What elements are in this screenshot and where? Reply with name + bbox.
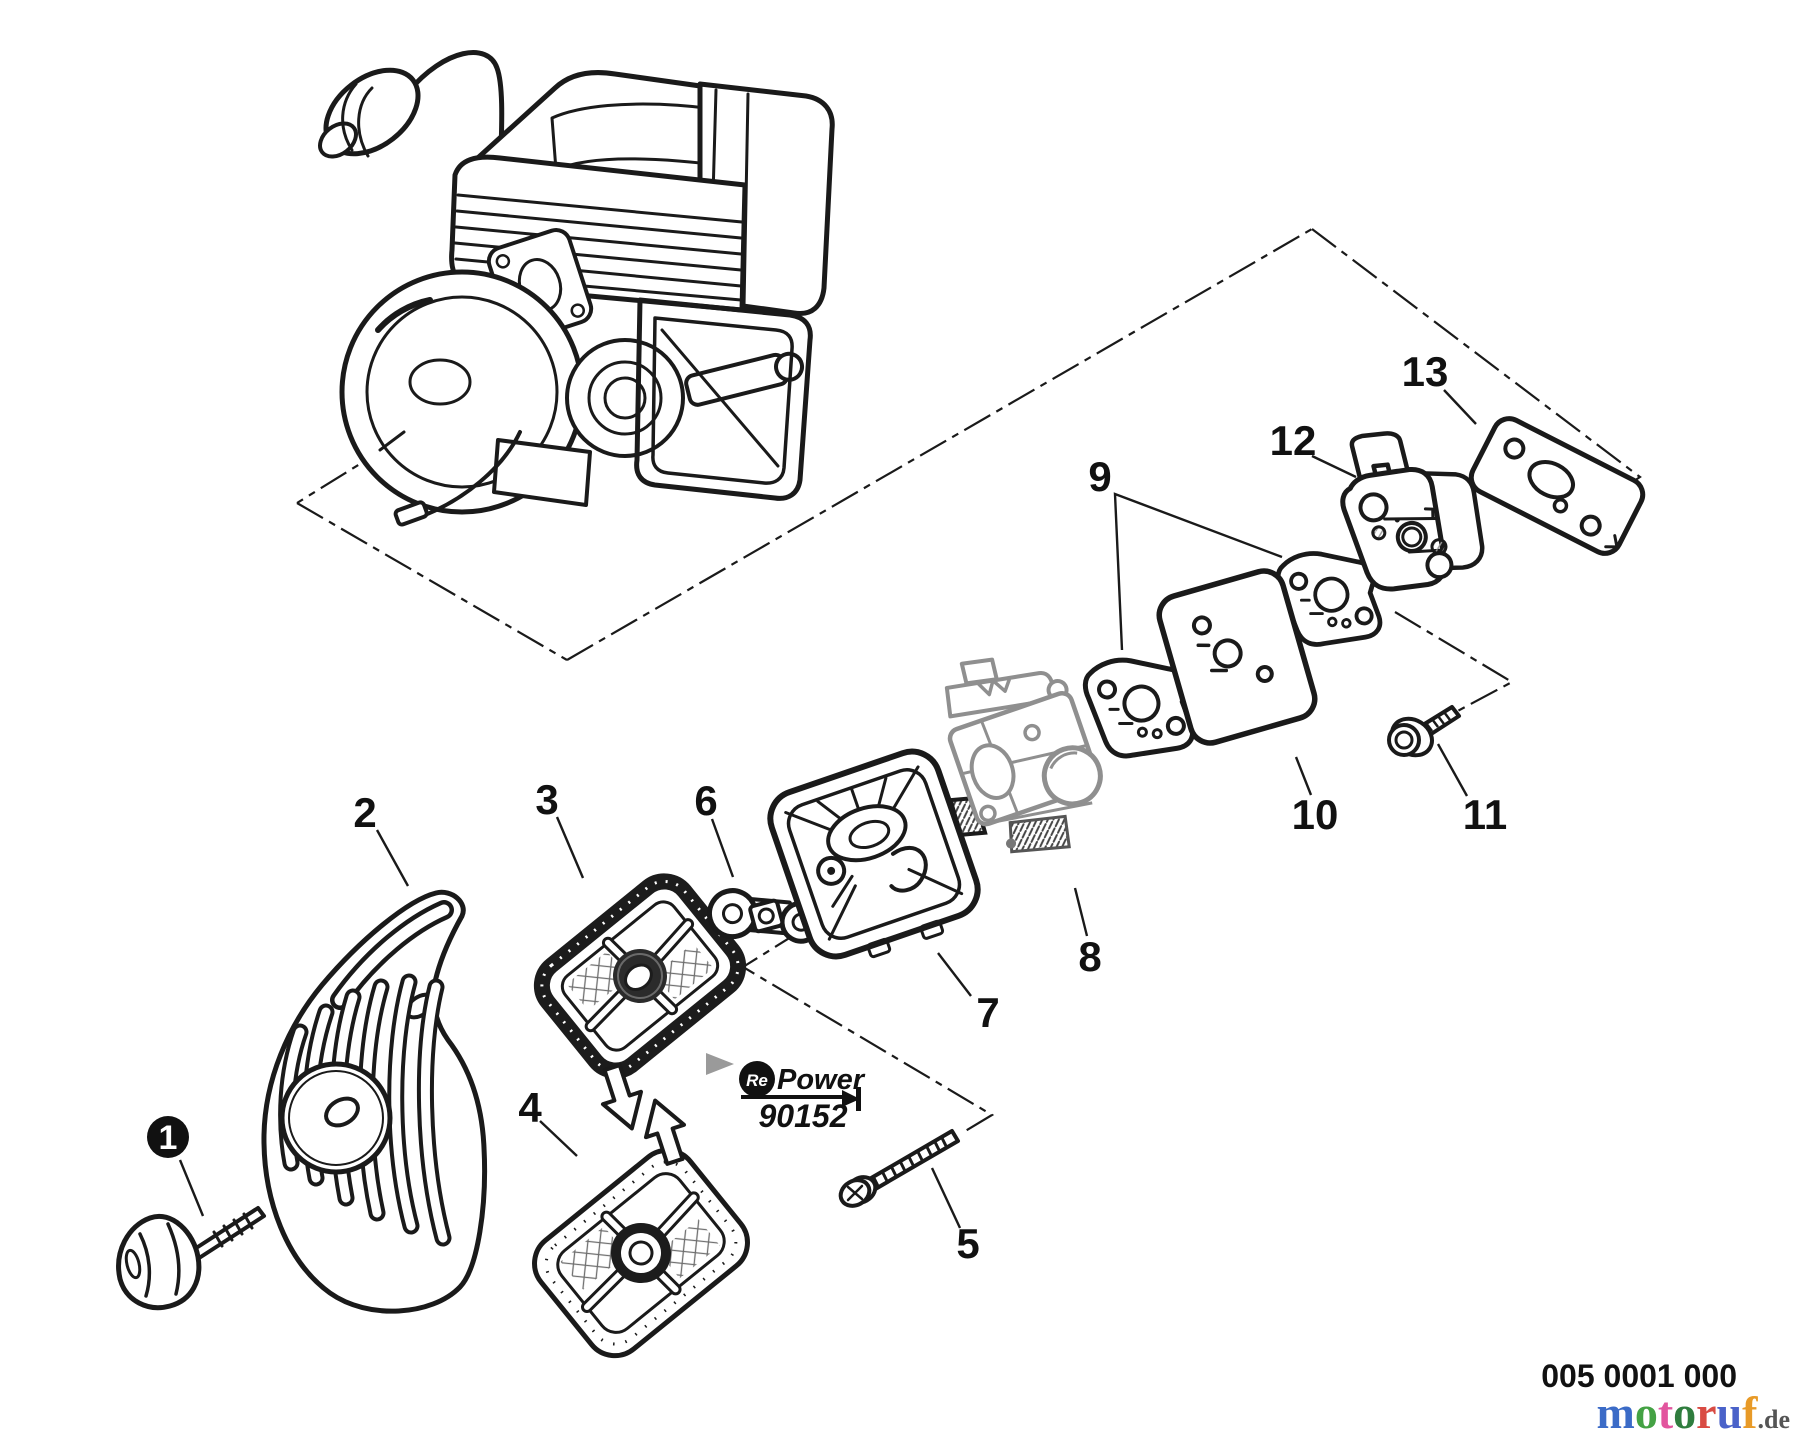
repower-logo: Re Power 90152 bbox=[739, 1061, 866, 1134]
leader-5 bbox=[930, 1167, 962, 1229]
callout-9: 9 bbox=[1088, 453, 1111, 500]
leader-7 bbox=[937, 952, 972, 997]
leader-2 bbox=[375, 829, 410, 887]
engine-assembly bbox=[318, 50, 835, 527]
repower-number: 90152 bbox=[759, 1098, 848, 1134]
part-12-insulator bbox=[1340, 431, 1485, 592]
leader-10 bbox=[1294, 756, 1313, 796]
leader-1 bbox=[178, 1159, 205, 1217]
motoruf-watermark: motoruf.de bbox=[1597, 1387, 1791, 1438]
wm-letter: f bbox=[1742, 1387, 1758, 1438]
part-2-air-cleaner-cover bbox=[261, 889, 488, 1314]
centerline-main-left-arm bbox=[566, 228, 1313, 661]
wm-letter: o bbox=[1635, 1387, 1658, 1438]
wm-suffix: .de bbox=[1758, 1405, 1791, 1434]
callout-3: 3 bbox=[535, 776, 558, 823]
repower-circle-icon bbox=[739, 1061, 775, 1097]
part-1-cover-knob bbox=[116, 1206, 266, 1311]
filter-grommet bbox=[611, 1223, 671, 1283]
leader-8 bbox=[1073, 887, 1089, 937]
up-arrow-icon bbox=[643, 1098, 687, 1166]
leader-6 bbox=[710, 818, 735, 878]
part-8-carburetor bbox=[944, 657, 1103, 854]
callout-10: 10 bbox=[1292, 791, 1339, 838]
centerline-bolt-11 bbox=[1394, 611, 1515, 715]
callout-5: 5 bbox=[956, 1220, 979, 1267]
wm-letter: t bbox=[1658, 1387, 1674, 1438]
callout-2: 2 bbox=[353, 789, 376, 836]
wm-letter: m bbox=[1597, 1387, 1635, 1438]
spark-plug-wire bbox=[405, 50, 505, 211]
callout-11: 11 bbox=[1463, 791, 1507, 838]
part-7-air-cleaner-case bbox=[767, 748, 988, 960]
callout-1: 1 bbox=[159, 1119, 178, 1157]
part-11-bolt bbox=[1387, 705, 1461, 758]
wm-letter: o bbox=[1673, 1387, 1696, 1438]
leader-13 bbox=[1443, 389, 1477, 425]
leader-9 bbox=[1113, 492, 1283, 651]
part-5-screw bbox=[838, 1129, 960, 1208]
callout-6: 6 bbox=[694, 777, 717, 824]
leader-4 bbox=[539, 1120, 578, 1157]
leader-11 bbox=[1436, 743, 1469, 797]
part-13-gasket bbox=[1468, 416, 1646, 556]
diagram-code: 005 0001 000 bbox=[1541, 1358, 1737, 1394]
callout-12: 12 bbox=[1270, 417, 1317, 464]
wm-letter: r bbox=[1696, 1387, 1716, 1438]
repower-re: Re bbox=[746, 1071, 768, 1090]
wm-letter: u bbox=[1717, 1387, 1743, 1438]
gray-pointer-icon bbox=[706, 1053, 734, 1075]
engine-mount-frame bbox=[634, 297, 813, 501]
callout-4: 4 bbox=[518, 1084, 542, 1131]
callout-labels: 1 2 3 4 5 6 7 8 9 10 11 12 13 bbox=[147, 348, 1507, 1267]
leader-3 bbox=[555, 816, 585, 879]
repower-power: Power bbox=[777, 1064, 866, 1096]
part-10-gasket bbox=[1156, 568, 1318, 746]
centerline-main-right-arm bbox=[1311, 228, 1642, 506]
callout-8: 8 bbox=[1078, 933, 1101, 980]
leader-12 bbox=[1311, 454, 1357, 479]
exchange-arrows bbox=[600, 1063, 687, 1166]
callout-1-badge: 1 bbox=[147, 1116, 189, 1158]
callout-7: 7 bbox=[976, 989, 999, 1036]
down-arrow-icon bbox=[600, 1063, 644, 1131]
ignition-module bbox=[393, 430, 592, 527]
callout-13: 13 bbox=[1402, 348, 1449, 395]
spark-plug-boot bbox=[318, 67, 421, 159]
centerline-screw-5 bbox=[740, 876, 995, 1134]
part-4-air-filter bbox=[532, 1147, 750, 1359]
leader-lines bbox=[178, 389, 1477, 1229]
centerline-plane-bottom bbox=[296, 502, 568, 661]
